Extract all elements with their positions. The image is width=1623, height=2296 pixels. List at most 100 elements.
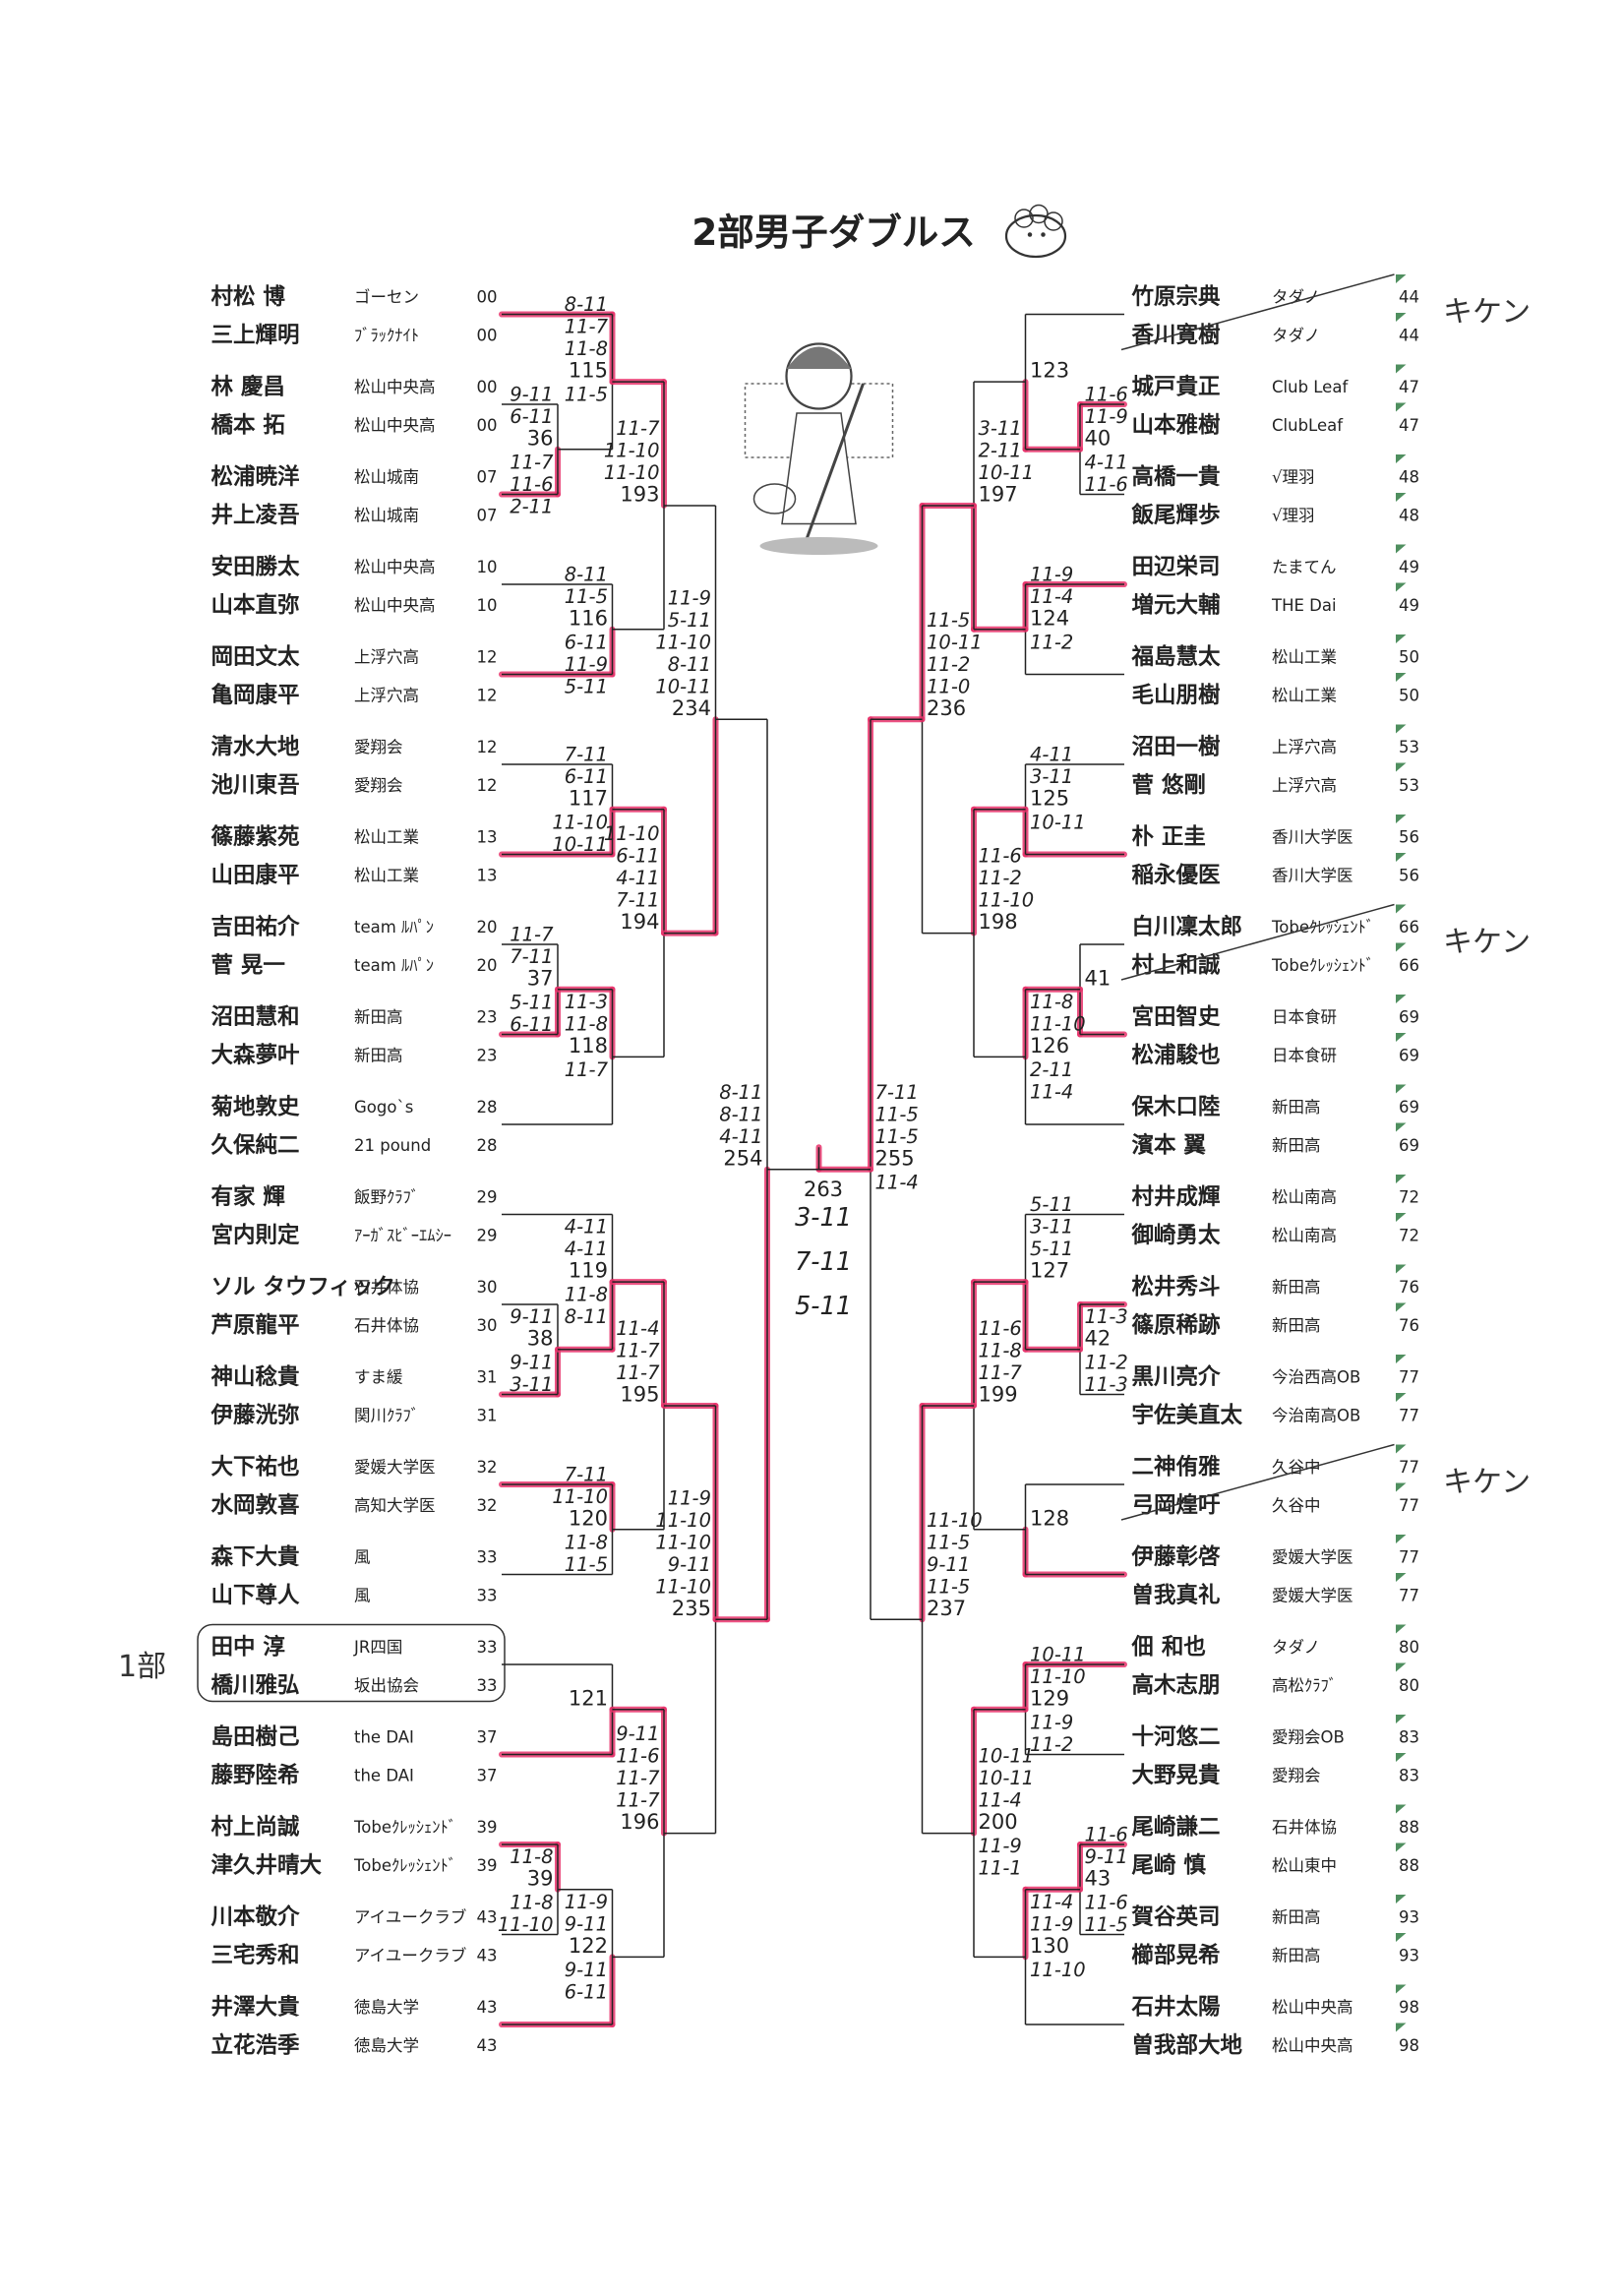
- seed-number: 13: [477, 867, 498, 885]
- division-box: [197, 1623, 506, 1703]
- seed-mark-icon: [1396, 313, 1407, 322]
- player-team: THE Dai: [1271, 596, 1337, 615]
- seed-number: 69: [1399, 1098, 1419, 1117]
- game-score: 5-11: [1030, 1238, 1073, 1260]
- game-score: 4-11: [565, 1216, 608, 1239]
- player-name: 三上輝明: [211, 323, 300, 348]
- match-number: 38: [527, 1326, 554, 1350]
- game-score: 11-9: [1030, 1912, 1073, 1935]
- seed-mark-icon: [1396, 904, 1407, 914]
- player-name: 櫛部晃希: [1132, 1942, 1221, 1968]
- seed-mark-icon: [1396, 364, 1407, 374]
- player-team: 松山中央高: [354, 378, 436, 396]
- seed-number: 83: [1399, 1728, 1419, 1747]
- game-score: 11-10: [655, 1531, 711, 1553]
- player-team: ｱｰｶﾞｽﾋﾞｰｴﾑｼｰ: [354, 1227, 451, 1245]
- player-name: 賀谷英司: [1131, 1903, 1221, 1930]
- seed-number: 31: [477, 1407, 498, 1425]
- player-team: 松山城南: [354, 468, 419, 487]
- match-number: 37: [527, 966, 554, 990]
- seed-mark-icon: [1396, 1573, 1407, 1582]
- match-number: 117: [569, 786, 608, 810]
- player-name: 山下尊人: [211, 1582, 301, 1608]
- game-score: 6-11: [565, 631, 608, 653]
- game-score: 11-9: [565, 653, 608, 676]
- player-name: 黒川亮介: [1132, 1363, 1222, 1390]
- seed-mark-icon: [1396, 582, 1407, 592]
- player-name: 水岡敦喜: [211, 1492, 300, 1519]
- seed-number: 23: [477, 1008, 498, 1027]
- withdrawn-note: キケン: [1443, 295, 1531, 330]
- player-team: 高知大学医: [354, 1496, 436, 1515]
- player-team: 新田高: [1272, 1136, 1321, 1155]
- game-score: 11-6: [616, 1745, 659, 1768]
- game-score: 11-6: [979, 1317, 1022, 1340]
- seed-number: 80: [1399, 1676, 1419, 1695]
- game-score: 11-10: [604, 439, 660, 461]
- seed-number: 77: [1399, 1458, 1419, 1477]
- player-name: 井澤大貴: [211, 1995, 301, 2021]
- game-score: 6-11: [510, 1013, 553, 1036]
- seed-number: 47: [1399, 378, 1419, 396]
- game-score: 11-2: [979, 867, 1022, 889]
- match-number: 235: [672, 1597, 711, 1620]
- game-score: 6-11: [565, 1980, 608, 2003]
- player-team: 愛翔会OB: [1272, 1728, 1345, 1747]
- seed-number: 77: [1399, 1548, 1419, 1567]
- game-score: 11-6: [510, 473, 553, 496]
- player-team: the DAI: [354, 1767, 414, 1785]
- game-score: 11-9: [668, 586, 711, 609]
- player-team: 松山中央高: [354, 596, 436, 615]
- game-score: 11-2: [1030, 1733, 1073, 1756]
- game-score: 10-11: [979, 1745, 1035, 1768]
- player-team: the DAI: [354, 1728, 414, 1747]
- player-team: ﾌﾞﾗｯｸﾅｲﾄ: [354, 327, 419, 345]
- match-number: 236: [927, 696, 966, 720]
- player-team: 風: [354, 1587, 371, 1605]
- game-score: 11-8: [565, 1531, 608, 1553]
- seed-number: 80: [1399, 1638, 1419, 1657]
- seed-mark-icon: [1396, 1302, 1407, 1312]
- player-name: 大下祐也: [211, 1455, 300, 1480]
- match-number: 115: [569, 359, 608, 383]
- seed-number: 20: [477, 918, 498, 937]
- player-name: 伊藤洸弥: [210, 1402, 301, 1428]
- seed-mark-icon: [1396, 1482, 1407, 1492]
- seed-number: 10: [477, 596, 498, 615]
- player-name: 御崎勇太: [1131, 1222, 1222, 1248]
- player-team: 松山工業: [1272, 687, 1337, 705]
- player-name: 村上尚誠: [211, 1815, 301, 1841]
- game-score: 10-11: [1030, 811, 1086, 833]
- player-name: 篠藤紫苑: [211, 823, 301, 850]
- match-number: 263: [804, 1178, 843, 1201]
- game-score: 2-11: [510, 495, 553, 517]
- game-score: 11-10: [1030, 1012, 1086, 1035]
- game-score: 11-2: [927, 653, 970, 676]
- player-team: 新田高: [1272, 1947, 1321, 1965]
- game-score: 11-10: [604, 822, 660, 845]
- seed-number: 30: [477, 1316, 498, 1335]
- player-name: 川本敬介: [210, 1904, 301, 1930]
- player-name: 橋川雅弘: [211, 1673, 300, 1699]
- player-name: 宇佐美直太: [1132, 1402, 1243, 1428]
- seed-mark-icon: [1396, 1662, 1407, 1672]
- player-name: 福島慧太: [1131, 644, 1222, 670]
- seed-number: 56: [1399, 867, 1419, 885]
- seed-number: 28: [477, 1098, 498, 1117]
- game-score: 11-10: [604, 461, 660, 484]
- player-team: アイユークラブ: [354, 1946, 466, 1965]
- player-team: すま緩: [354, 1368, 403, 1387]
- player-name: 神山稔貴: [211, 1363, 301, 1390]
- player-team: 石井体協: [354, 1278, 419, 1297]
- seed-mark-icon: [1396, 1624, 1407, 1634]
- seed-mark-icon: [1396, 1264, 1407, 1274]
- player-name: 増元大輔: [1132, 592, 1221, 619]
- game-score: 11-9: [979, 1835, 1022, 1857]
- match-123: 123: [1030, 359, 1069, 383]
